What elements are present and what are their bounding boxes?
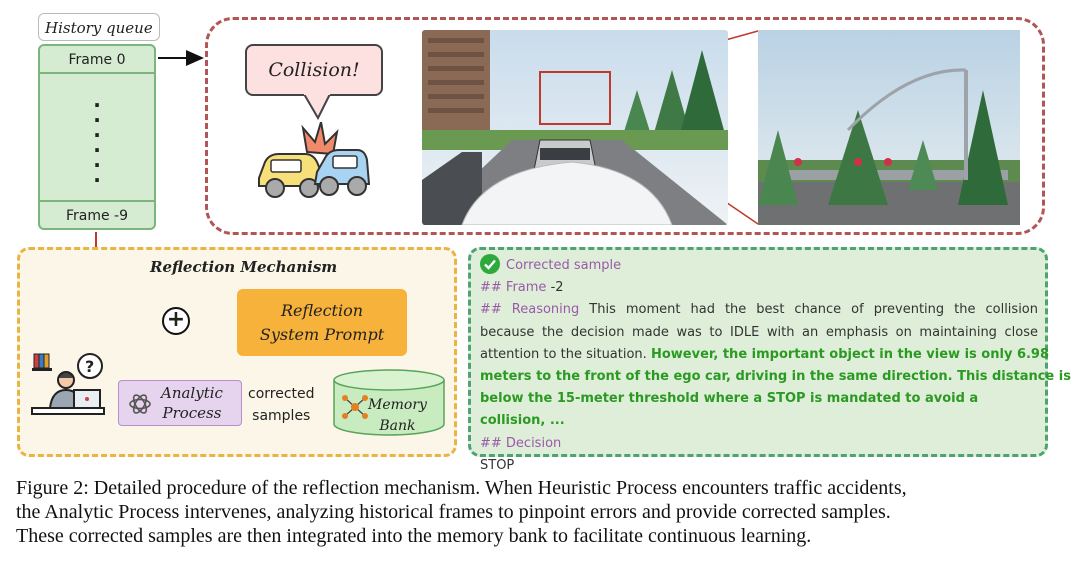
collision-panel bbox=[205, 17, 1045, 235]
history-queue-title: History queue bbox=[38, 13, 160, 41]
frame-label: ## Frame bbox=[480, 280, 547, 296]
caption-line-2: the Analytic Process intervenes, analyzi… bbox=[16, 501, 891, 523]
check-circle-icon bbox=[480, 254, 500, 274]
frame-line: ## Frame -2 bbox=[480, 277, 1038, 299]
figure-caption: Figure 2: Detailed procedure of the refl… bbox=[16, 476, 1061, 548]
reflection-title: Reflection Mechanism bbox=[150, 258, 338, 276]
collision-speech-bubble: Collision! bbox=[245, 44, 383, 96]
frame-bottom-label: Frame -9 bbox=[40, 200, 154, 228]
caption-line-3: These corrected samples are then integra… bbox=[16, 525, 812, 547]
car-crash-icon bbox=[258, 122, 371, 198]
decision-label: ## Decision bbox=[480, 435, 562, 451]
reasoning-line-1: ## Reasoning This moment had the best ch… bbox=[480, 299, 1038, 321]
corrected-samples-label: corrected samples bbox=[248, 383, 315, 427]
reasoning-label: ## Reasoning bbox=[480, 302, 580, 318]
caption-line-1: Figure 2: Detailed procedure of the refl… bbox=[16, 477, 907, 499]
corrected-line1: corrected bbox=[248, 386, 315, 402]
reasoning-line-3: attention to the situation. However, the… bbox=[480, 344, 1049, 366]
sample-header-label: Corrected sample bbox=[506, 258, 622, 273]
memory-bank-label: Memory Bank bbox=[368, 395, 427, 437]
system-prompt-line1: Reflection bbox=[280, 300, 364, 320]
history-queue: Frame 0 ······ Frame -9 bbox=[38, 44, 156, 230]
network-graph-icon bbox=[342, 395, 368, 419]
frame-top-label: Frame 0 bbox=[40, 46, 154, 74]
ellipsis-dots: ······ bbox=[93, 93, 101, 192]
reasoning-text-3a: attention to the situation. bbox=[480, 346, 647, 362]
speech-bubble-tail bbox=[303, 92, 331, 121]
sample-header: Corrected sample bbox=[480, 254, 1038, 277]
frame-value: -2 bbox=[550, 280, 564, 296]
system-prompt-line2: System Prompt bbox=[259, 324, 385, 344]
memory-line2: Bank bbox=[379, 418, 416, 434]
driving-scene-image bbox=[422, 30, 728, 225]
decision-value: STOP bbox=[480, 457, 515, 473]
reasoning-line-2: because the decision made was to IDLE wi… bbox=[480, 324, 1038, 340]
system-prompt-box: Reflection System Prompt bbox=[237, 289, 407, 356]
memory-line1: Memory bbox=[368, 397, 427, 413]
corrected-line2: samples bbox=[252, 408, 311, 424]
zoomed-scene-image bbox=[758, 30, 1020, 225]
reasoning-text-1: This moment had the best chance of preve… bbox=[589, 302, 1038, 318]
svg-text:?: ? bbox=[85, 357, 94, 376]
reasoning-line-5: below the 15-meter threshold where a STO… bbox=[480, 391, 979, 429]
person-thinking-icon: ? bbox=[31, 353, 105, 415]
reasoning-text-3b: However, the important object in the vie… bbox=[650, 346, 1050, 362]
openai-logo-icon bbox=[129, 394, 151, 414]
analytic-line1: Analytic bbox=[161, 384, 223, 402]
corrected-sample-text: Corrected sample ## Frame -2 ## Reasonin… bbox=[480, 254, 1071, 477]
analytic-process-box: Analytic Process bbox=[118, 380, 242, 426]
reasoning-line-4: meters to the front of the ego car, driv… bbox=[480, 369, 1071, 385]
memory-bank-cylinder bbox=[333, 369, 445, 436]
combine-plus-icon: + bbox=[162, 307, 190, 335]
analytic-line2: Process bbox=[162, 404, 222, 422]
corrected-sample-panel bbox=[468, 247, 1048, 457]
